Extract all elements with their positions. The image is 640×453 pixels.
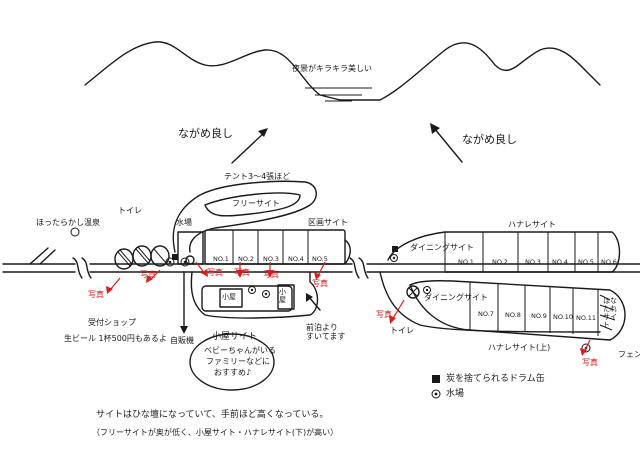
kukaku-no-1: NO.1	[213, 255, 229, 263]
kukaku-site-label: 区画サイト	[308, 218, 348, 227]
koya-1-label: 小屋	[222, 293, 236, 301]
hanare-no-9: NO.9	[531, 312, 547, 320]
vending-label: 自販機	[170, 336, 194, 345]
koya-site-outline	[190, 271, 319, 319]
water-icon-7	[581, 343, 591, 353]
legend-drum-can-icon	[432, 375, 440, 383]
hanare-top-outline	[387, 231, 621, 273]
hanare-site-bottom-label: ハナレサイト(上)	[488, 343, 551, 352]
water-icon-4	[262, 290, 270, 298]
photo-label-1: 写真	[88, 290, 104, 299]
legend-water-icon	[431, 389, 441, 399]
photo-label-4: 写真	[234, 268, 250, 277]
hanare-bottom-outline	[409, 280, 626, 341]
kukaku-no-2: NO.2	[238, 255, 254, 263]
dining-site-label-1: ダイニングサイト	[410, 243, 474, 252]
view-label-left: ながめ良し	[178, 127, 233, 140]
hanare-no-6: NO.6	[601, 258, 617, 266]
view-label-right: ながめ良し	[462, 133, 517, 146]
free-site-label: フリーサイト	[232, 199, 280, 208]
dining-site-label-2: ダイニングサイト	[424, 293, 488, 302]
view-arrow-right	[433, 127, 463, 163]
hanare-no-3: NO.3	[525, 258, 541, 266]
hanare-no-2: NO.2	[492, 258, 508, 266]
road-break-1	[72, 257, 83, 279]
koya-site-bubble	[189, 333, 275, 391]
photo-label-6: 写真	[312, 279, 328, 288]
hanare-no-8: NO.8	[505, 311, 521, 319]
footnote-line-1: サイトはひな壇になっていて、手前ほど高くなっている。	[96, 410, 329, 420]
parking-label: 前泊より すいてます	[306, 323, 346, 342]
free-site-inner	[204, 192, 301, 217]
road-break-1b	[81, 257, 92, 279]
drum-can-icon-2	[392, 246, 398, 252]
view-arrow-left	[231, 131, 266, 164]
hot-spring-parking-icon	[70, 227, 80, 237]
kukaku-site-block	[204, 229, 346, 265]
free-site-outline	[172, 180, 317, 253]
water-icon-5	[390, 254, 398, 262]
photo-label-5: 写真	[263, 270, 279, 279]
hanare-no-1: NO.1	[458, 258, 474, 266]
road-break-2b	[358, 257, 369, 279]
view-arrow-right-head	[430, 123, 440, 134]
water-icon-3	[248, 286, 256, 294]
hanare-lower-road	[379, 271, 601, 333]
water-icon-1	[165, 257, 175, 267]
koya-site-block	[201, 285, 293, 312]
hanare-no-7: NO.7	[478, 310, 494, 318]
hanare-no-10: NO.10	[553, 313, 574, 321]
toilet-label-1: トイレ	[118, 206, 142, 215]
footnote-line-2: （フリーサイトが奥が低く、小屋サイト・ハナレサイト(下)が高い）	[92, 428, 339, 437]
koya-1-box	[219, 288, 243, 308]
hanare-no-11: NO.11	[576, 314, 597, 322]
kukaku-no-4: NO.4	[288, 255, 304, 263]
water-icon-6	[423, 286, 431, 294]
tent-note: テント3～4張ほど	[224, 172, 291, 181]
road-break-2	[349, 257, 360, 279]
water-icon-2	[180, 257, 190, 267]
photo-arrows	[106, 261, 591, 356]
shop-label: 受付ショップ	[88, 318, 136, 327]
koya-site-desc-2: ファミリーなどに	[206, 357, 270, 366]
photo-label-8: 写真	[582, 358, 598, 367]
fence-label: フェンス	[618, 350, 640, 359]
hanare-no-5: NO.5	[578, 258, 594, 266]
koya-site-desc-3: おすすめ♪	[214, 368, 252, 377]
hanare-no-4: NO.4	[552, 258, 568, 266]
shop-barrel-3	[150, 245, 170, 267]
koya-2-label: 小屋	[279, 288, 286, 305]
kukaku-no-5: NO.5	[312, 255, 328, 263]
drum-can-icon	[172, 254, 178, 260]
hanare-site-top-label: ハナレサイト	[508, 220, 556, 229]
mountain-range-left	[84, 41, 341, 101]
water-kitchen-label: 水場	[176, 218, 192, 227]
photo-label-3: 写真	[207, 268, 223, 277]
toilet-label-2: トイレ	[390, 326, 414, 335]
hot-spring-road	[29, 247, 56, 265]
toilet-marker-1	[185, 255, 195, 265]
toilet-marker-2	[406, 285, 420, 299]
legend-drum-can-label: 炭を捨てられるドラム缶	[446, 374, 545, 384]
hot-spring-label: ほったらかし温泉	[36, 218, 100, 227]
kukaku-curve	[344, 239, 351, 265]
mountain-range-right	[339, 42, 601, 101]
photo-label-7: 写真	[376, 310, 392, 319]
beer-price-label: 生ビール 1杯500円もあるよ	[64, 334, 167, 343]
kukaku-no-3: NO.3	[263, 255, 279, 263]
hanatare-site-label: はなたれサイト	[603, 297, 617, 330]
night-view-label: 夜景がキラキラ美しい	[292, 64, 372, 73]
photo-label-2: 写真	[140, 270, 156, 279]
koya-site-desc-1: ベビーちゃんがいる	[204, 346, 276, 355]
koya-2-box	[277, 284, 295, 310]
legend-water-label: 水場	[446, 389, 465, 399]
koya-site-label: 小屋サイト	[212, 332, 258, 342]
view-arrow-left-head	[258, 128, 268, 137]
